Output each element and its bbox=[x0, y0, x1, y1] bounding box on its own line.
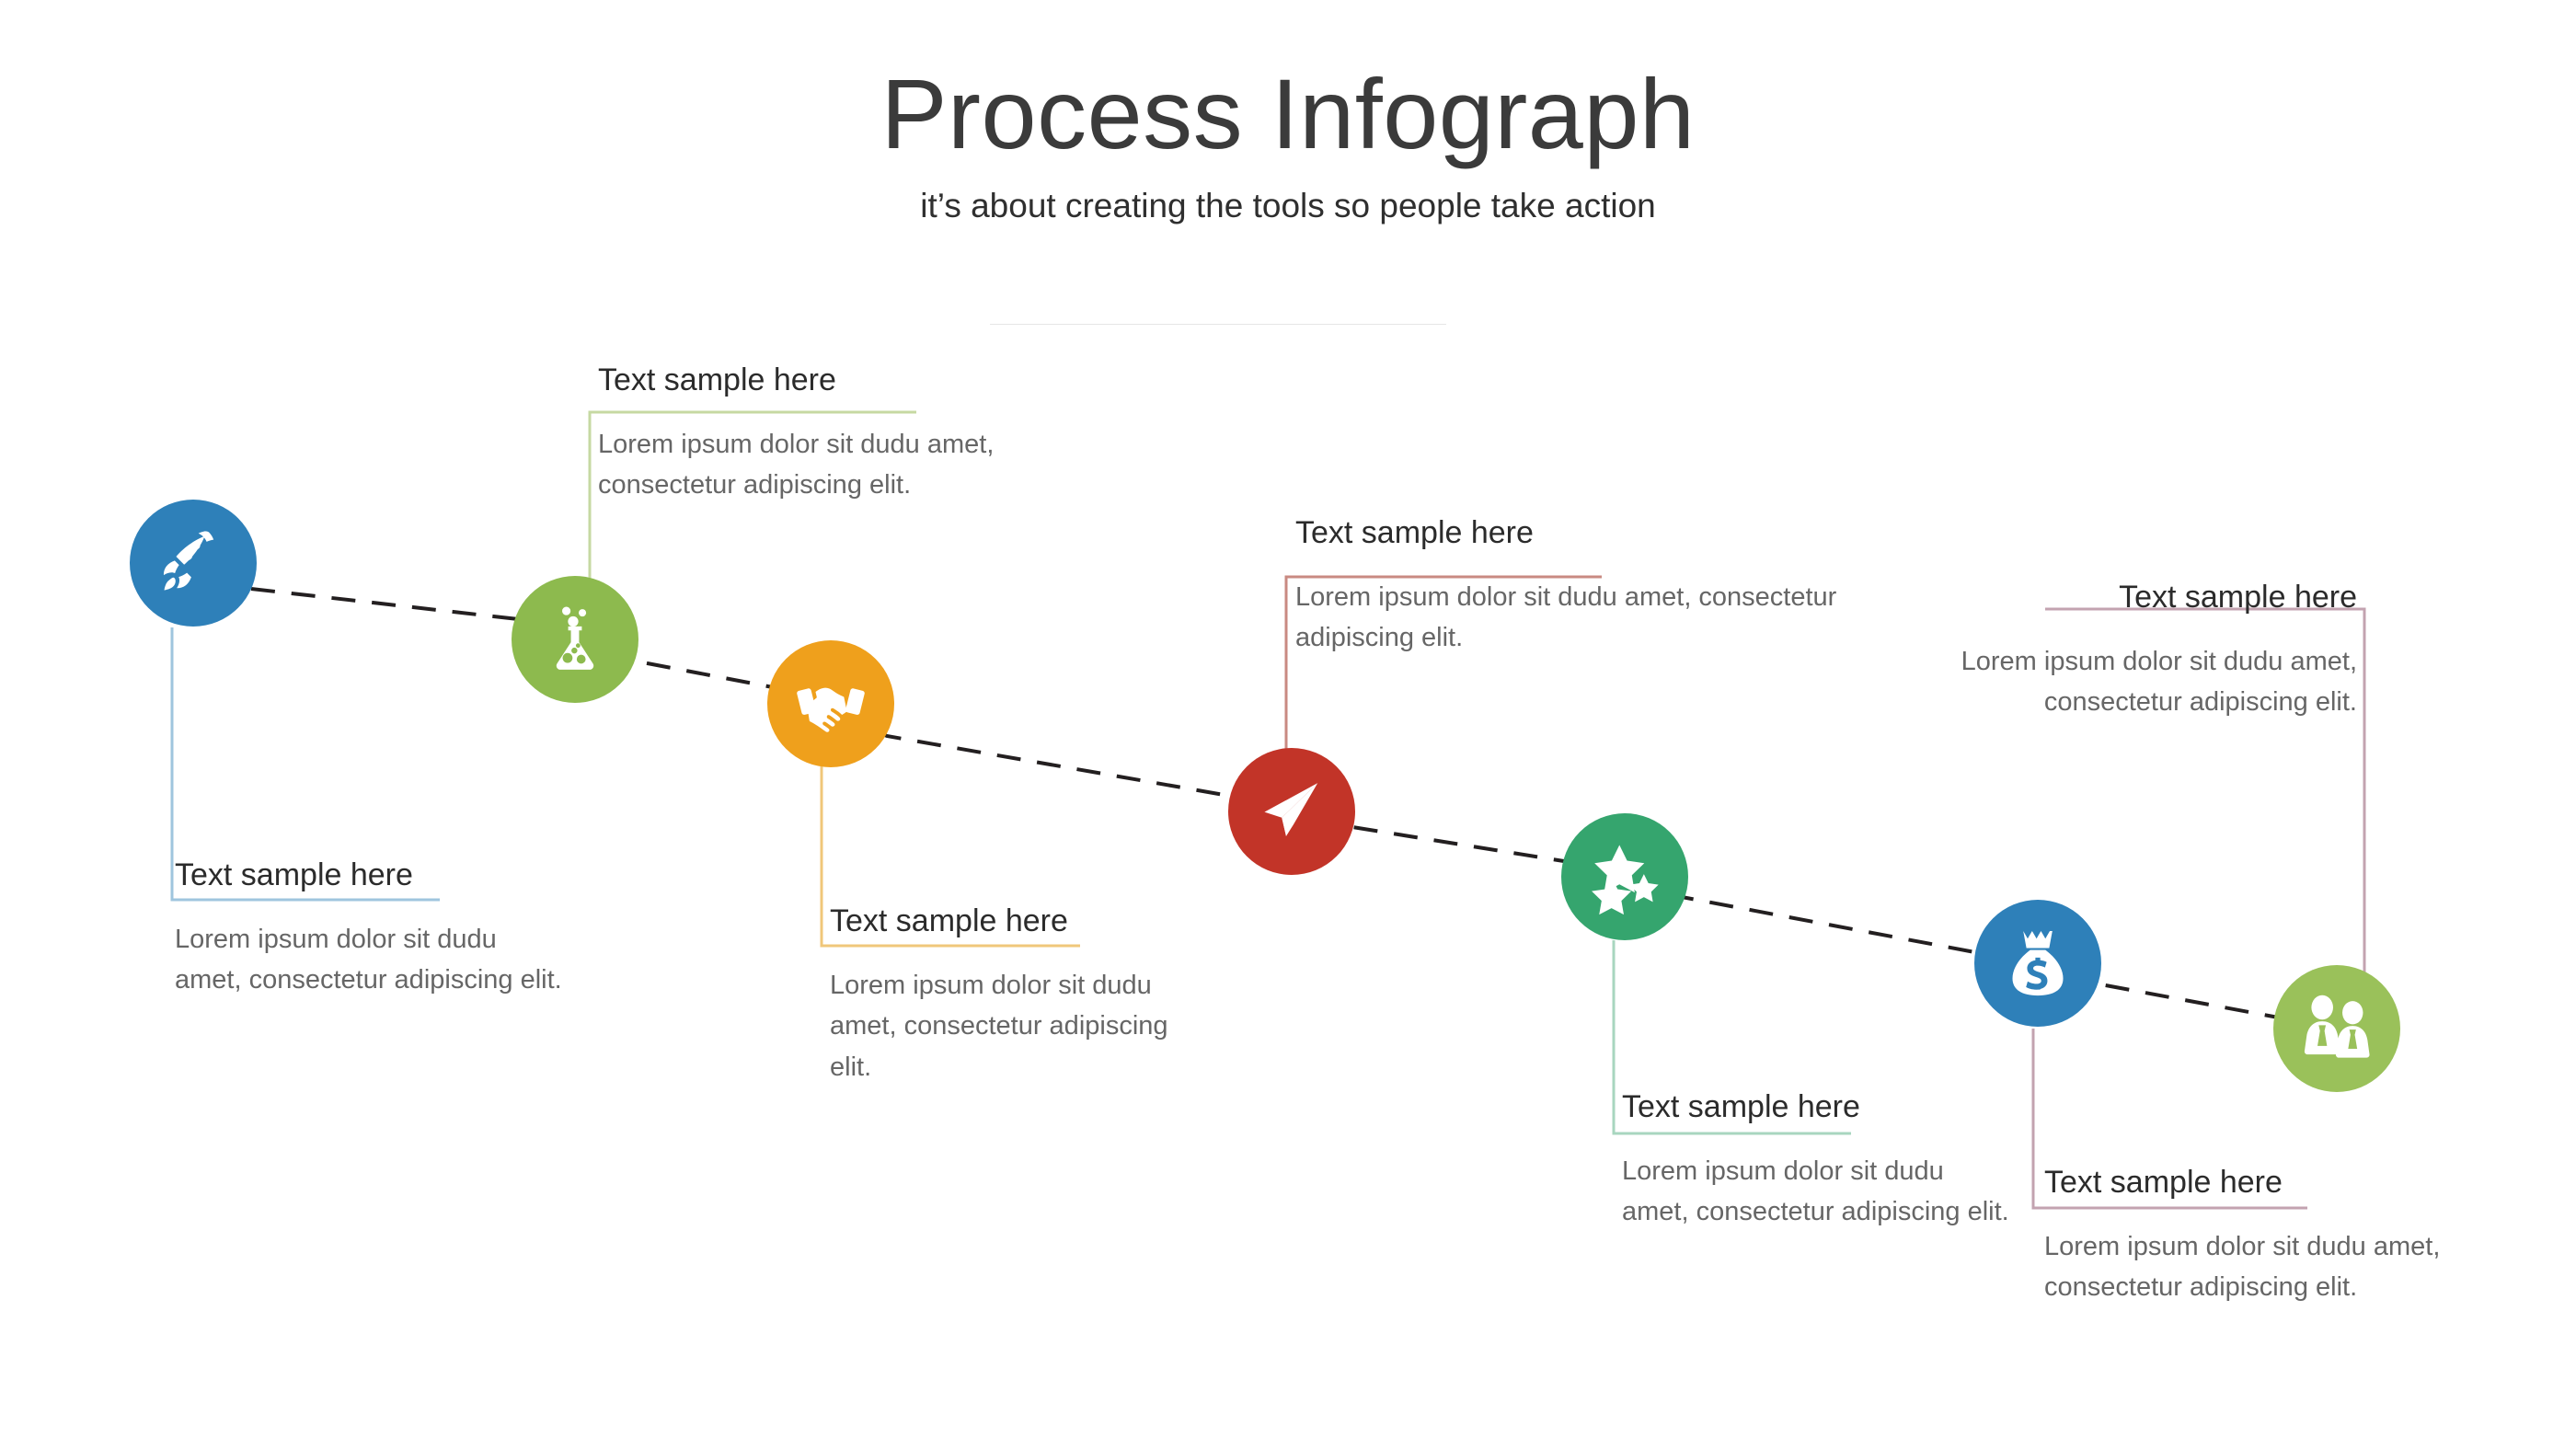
step-body: Lorem ipsum dolor sit dudu amet, consect… bbox=[1295, 581, 1837, 653]
page-subtitle: it’s about creating the tools so people … bbox=[920, 187, 1656, 225]
step-body: Lorem ipsum dolor sit dudu amet, consect… bbox=[598, 429, 995, 500]
header-divider bbox=[990, 324, 1446, 325]
text-block-step-7: Text sample here Lorem ipsum dolor sit d… bbox=[2044, 1163, 2504, 1308]
step-title: Text sample here bbox=[2119, 580, 2357, 615]
step-body: Lorem ipsum dolor sit dudu amet, consect… bbox=[1961, 646, 2357, 718]
page-title: Process Infograph bbox=[880, 58, 1696, 169]
step-body: Lorem ipsum dolor sit dudu amet, consect… bbox=[2044, 1231, 2441, 1303]
people-icon[interactable] bbox=[2273, 965, 2400, 1092]
step-body: Lorem ipsum dolor sit dudu amet, consect… bbox=[830, 970, 1168, 1083]
text-block-step-4: Text sample here Lorem ipsum dolor sit d… bbox=[1295, 513, 1866, 659]
step-body: Lorem ipsum dolor sit dudu amet, consect… bbox=[1622, 1156, 2009, 1227]
step-body: Lorem ipsum dolor sit dudu amet, consect… bbox=[175, 924, 562, 995]
header: Process Infograph it’s about creating th… bbox=[0, 57, 2576, 228]
money-bag-icon[interactable] bbox=[1974, 900, 2101, 1027]
text-block-step-3: Text sample here Lorem ipsum dolor sit d… bbox=[830, 902, 1216, 1088]
step-title: Text sample here bbox=[1295, 515, 1534, 550]
handshake-icon[interactable] bbox=[767, 640, 894, 767]
step-title: Text sample here bbox=[830, 903, 1068, 938]
stars-icon[interactable] bbox=[1561, 813, 1688, 940]
text-block-step-1: Text sample here Lorem ipsum dolor sit d… bbox=[175, 856, 570, 1001]
step-title: Text sample here bbox=[598, 362, 836, 397]
text-block-step-5: Text sample here Lorem ipsum dolor sit d… bbox=[1849, 578, 2357, 723]
step-title: Text sample here bbox=[2044, 1165, 2283, 1200]
step-title: Text sample here bbox=[175, 857, 413, 892]
text-block-step-6: Text sample here Lorem ipsum dolor sit d… bbox=[1622, 1087, 2018, 1233]
step-title: Text sample here bbox=[1622, 1089, 1860, 1124]
paper-plane-icon[interactable] bbox=[1228, 748, 1355, 875]
rocket-icon[interactable] bbox=[130, 500, 257, 627]
text-block-step-2: Text sample here Lorem ipsum dolor sit d… bbox=[598, 361, 1132, 506]
flask-icon[interactable] bbox=[512, 576, 638, 703]
